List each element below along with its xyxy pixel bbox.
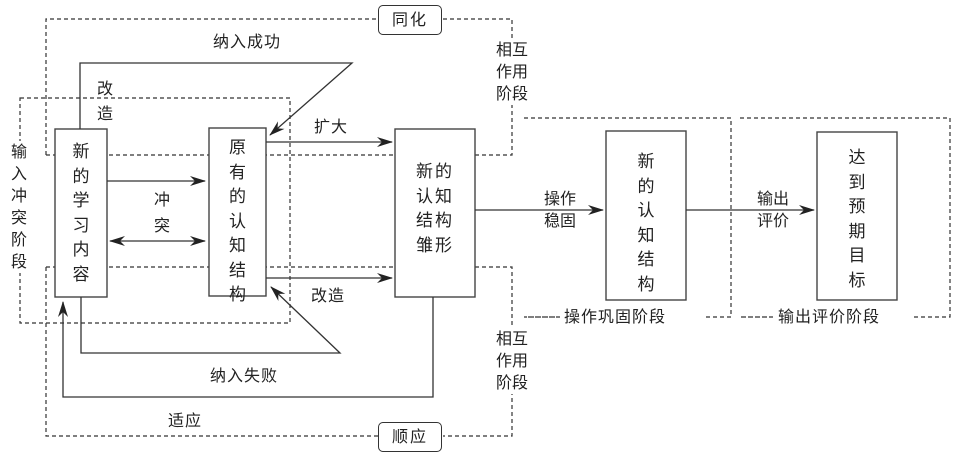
node-new-cognitive-structure [605,130,687,301]
output-region [740,117,951,318]
label-conflict: 冲突 [153,190,170,235]
node-new-cognitive-structure-text: 新的认知结构 [637,152,655,295]
node-reach-expected-goal-text: 达到预期目标 [848,148,866,291]
node-reach-expected-goal [816,131,898,301]
node-original-cognitive-structure-text: 原有的认知结构 [229,138,246,305]
node-nascent-cognitive-structure-text: 新的认知结构雏形 [416,162,454,256]
label-incorporation-failure: 纳入失败 [210,366,279,385]
node-new-learning-content [54,128,108,298]
stage-operation-label: 操作巩固阶段 [562,307,669,326]
edge-incorporation-success [79,62,354,136]
accommodation-tag: 顺应 [378,422,442,452]
edge-adaptation [58,297,434,398]
edge-incorporation-failure [80,286,342,354]
label-adaptation: 适应 [168,411,203,430]
label-operation-consolidate: 操作稳固 [543,189,576,230]
node-original-cognitive-structure [208,127,267,297]
assimilation-tag: 同化 [378,5,442,35]
label-transform-top: 改造 [96,79,113,123]
node-new-learning-content-text: 新的学习内容 [72,142,90,285]
operation-region [524,117,732,318]
stage-interaction-top-label: 相互作用阶段 [492,39,532,105]
stage-interaction-bottom-label: 相互作用阶段 [492,328,532,394]
label-incorporation-success: 纳入成功 [213,32,282,51]
stage-input-conflict-label: 输入冲突阶段 [10,141,28,273]
node-nascent-cognitive-structure [394,128,476,298]
stage-output-label: 输出评价阶段 [776,307,883,326]
label-expand: 扩大 [314,117,349,136]
label-output-evaluate: 输出评价 [756,189,789,230]
label-transform-bottom: 改造 [311,286,346,305]
